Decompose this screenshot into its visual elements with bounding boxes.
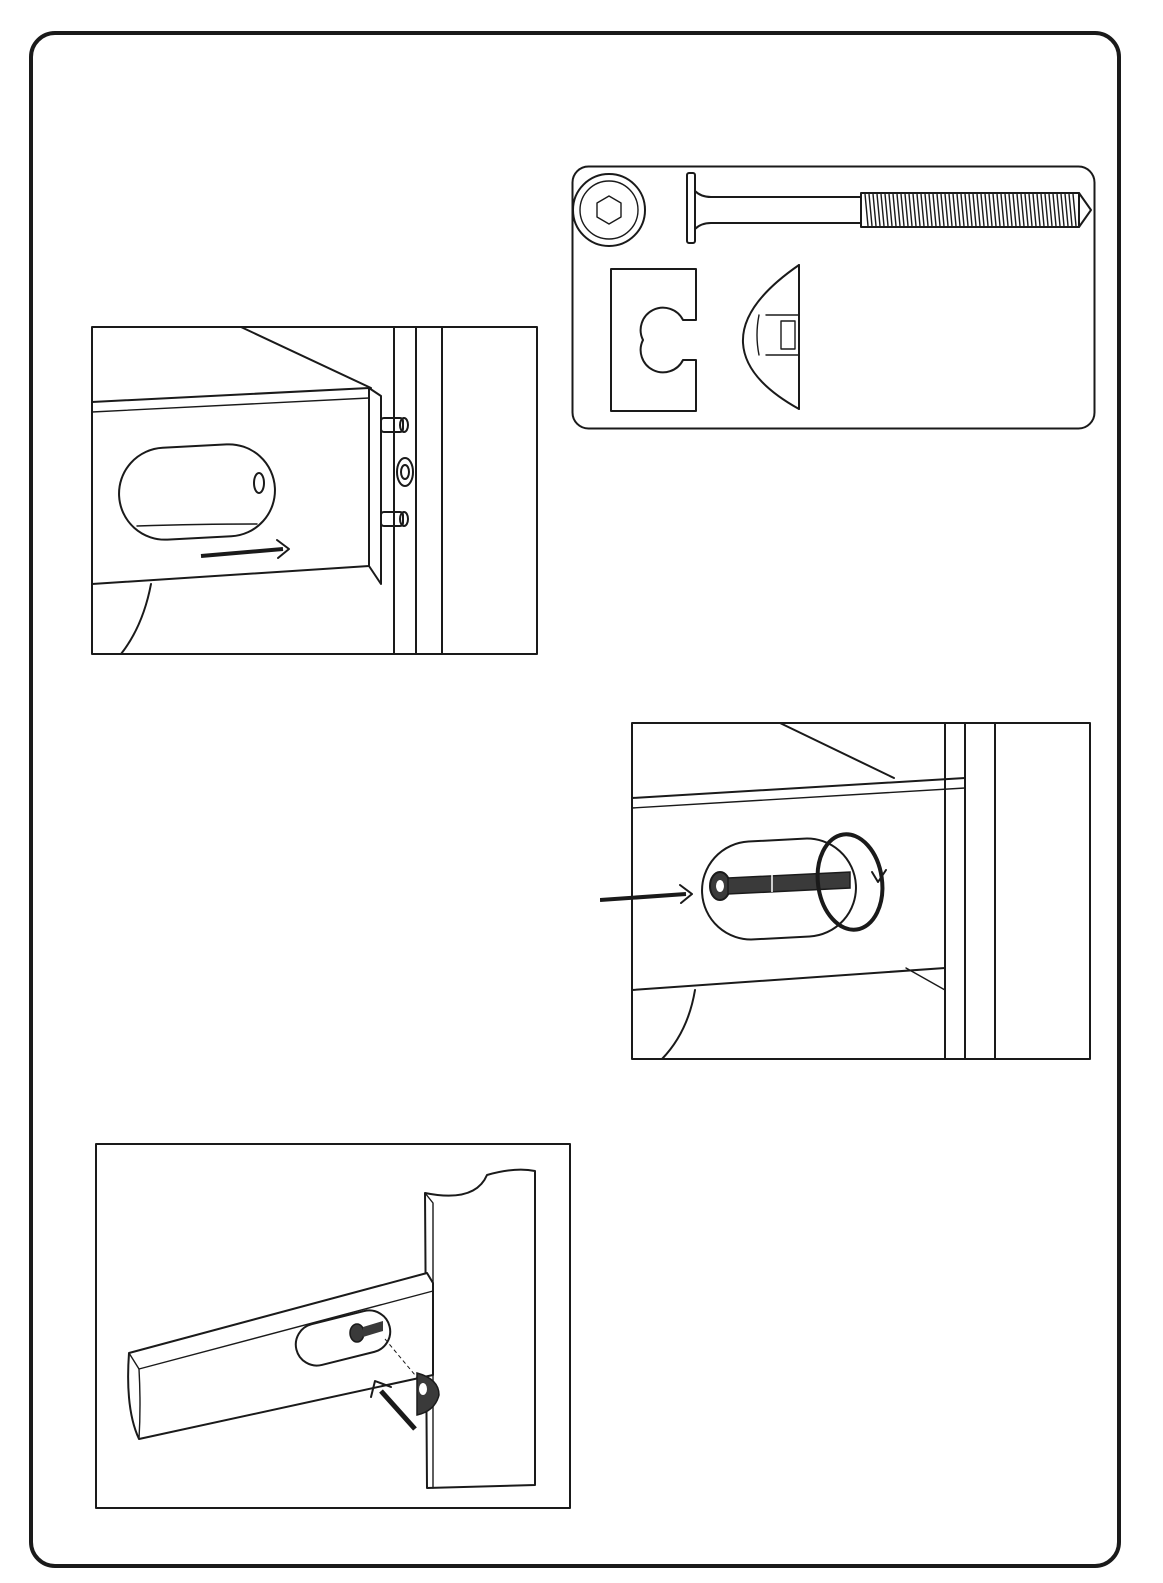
hardware-legend: [571, 165, 1097, 431]
connector-bolt: [687, 173, 1091, 243]
step-1-align-rail: [91, 326, 538, 655]
barrel-nut-front: [743, 265, 799, 409]
arrow-right: [600, 885, 692, 903]
connector-bolt-inserted: [710, 872, 850, 900]
barrel-nut-side: [611, 269, 696, 411]
arrow-right: [201, 540, 289, 558]
hex-socket-icon: [573, 174, 645, 246]
step-2-insert-bolt: [600, 722, 1091, 1060]
step-3-insert-nut: [95, 1143, 571, 1509]
arrow-up-left: [371, 1381, 415, 1429]
